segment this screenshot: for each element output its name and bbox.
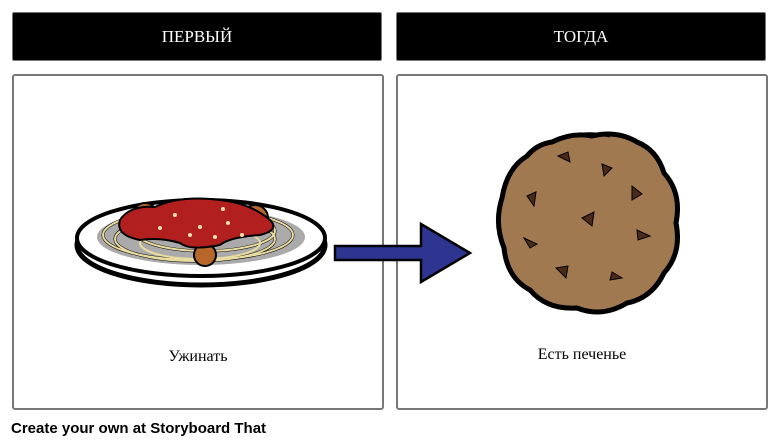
- panel-caption: Есть печенье: [537, 346, 627, 363]
- panel-caption: Ужинать: [168, 348, 228, 365]
- arrow-right-icon: [333, 222, 473, 284]
- spaghetti-plate-icon: [74, 197, 328, 288]
- panel-header-then: ТОГДА: [396, 12, 766, 61]
- cookie-icon: [496, 131, 680, 315]
- panel-then: Есть печенье: [396, 74, 768, 410]
- panel-header-first: ПЕРВЫЙ: [12, 12, 382, 61]
- storyboard-that-link[interactable]: Create your own at Storyboard That: [11, 420, 267, 437]
